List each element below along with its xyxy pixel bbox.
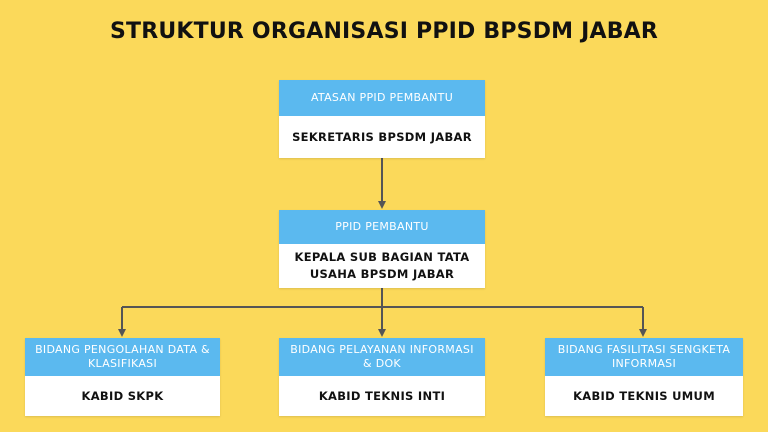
node-holder-label: KABID SKPK (25, 376, 220, 416)
node-bidang-pelayanan-informasi: BIDANG PELAYANAN INFORMASI & DOK KABID T… (279, 338, 485, 416)
page-title: STRUKTUR ORGANISASI PPID BPSDM JABAR (109, 19, 659, 44)
node-role-label: ATASAN PPID PEMBANTU (279, 80, 485, 116)
node-bidang-pengolahan-data: BIDANG PENGOLAHAN DATA & KLASIFIKASI KAB… (25, 338, 220, 416)
node-atasan-ppid-pembantu: ATASAN PPID PEMBANTU SEKRETARIS BPSDM JA… (279, 80, 485, 158)
node-role-label: PPID PEMBANTU (279, 210, 485, 244)
node-holder-label: KABID TEKNIS UMUM (545, 376, 743, 416)
node-role-label: BIDANG FASILITASI SENGKETA INFORMASI (545, 338, 743, 376)
node-holder-label: SEKRETARIS BPSDM JABAR (279, 116, 485, 158)
node-holder-label: KABID TEKNIS INTI (279, 376, 485, 416)
node-role-label: BIDANG PELAYANAN INFORMASI & DOK (279, 338, 485, 376)
node-bidang-fasilitasi-sengketa: BIDANG FASILITASI SENGKETA INFORMASI KAB… (545, 338, 743, 416)
node-role-label: BIDANG PENGOLAHAN DATA & KLASIFIKASI (25, 338, 220, 376)
node-holder-label: KEPALA SUB BAGIAN TATA USAHA BPSDM JABAR (279, 244, 485, 288)
node-ppid-pembantu: PPID PEMBANTU KEPALA SUB BAGIAN TATA USA… (279, 210, 485, 288)
